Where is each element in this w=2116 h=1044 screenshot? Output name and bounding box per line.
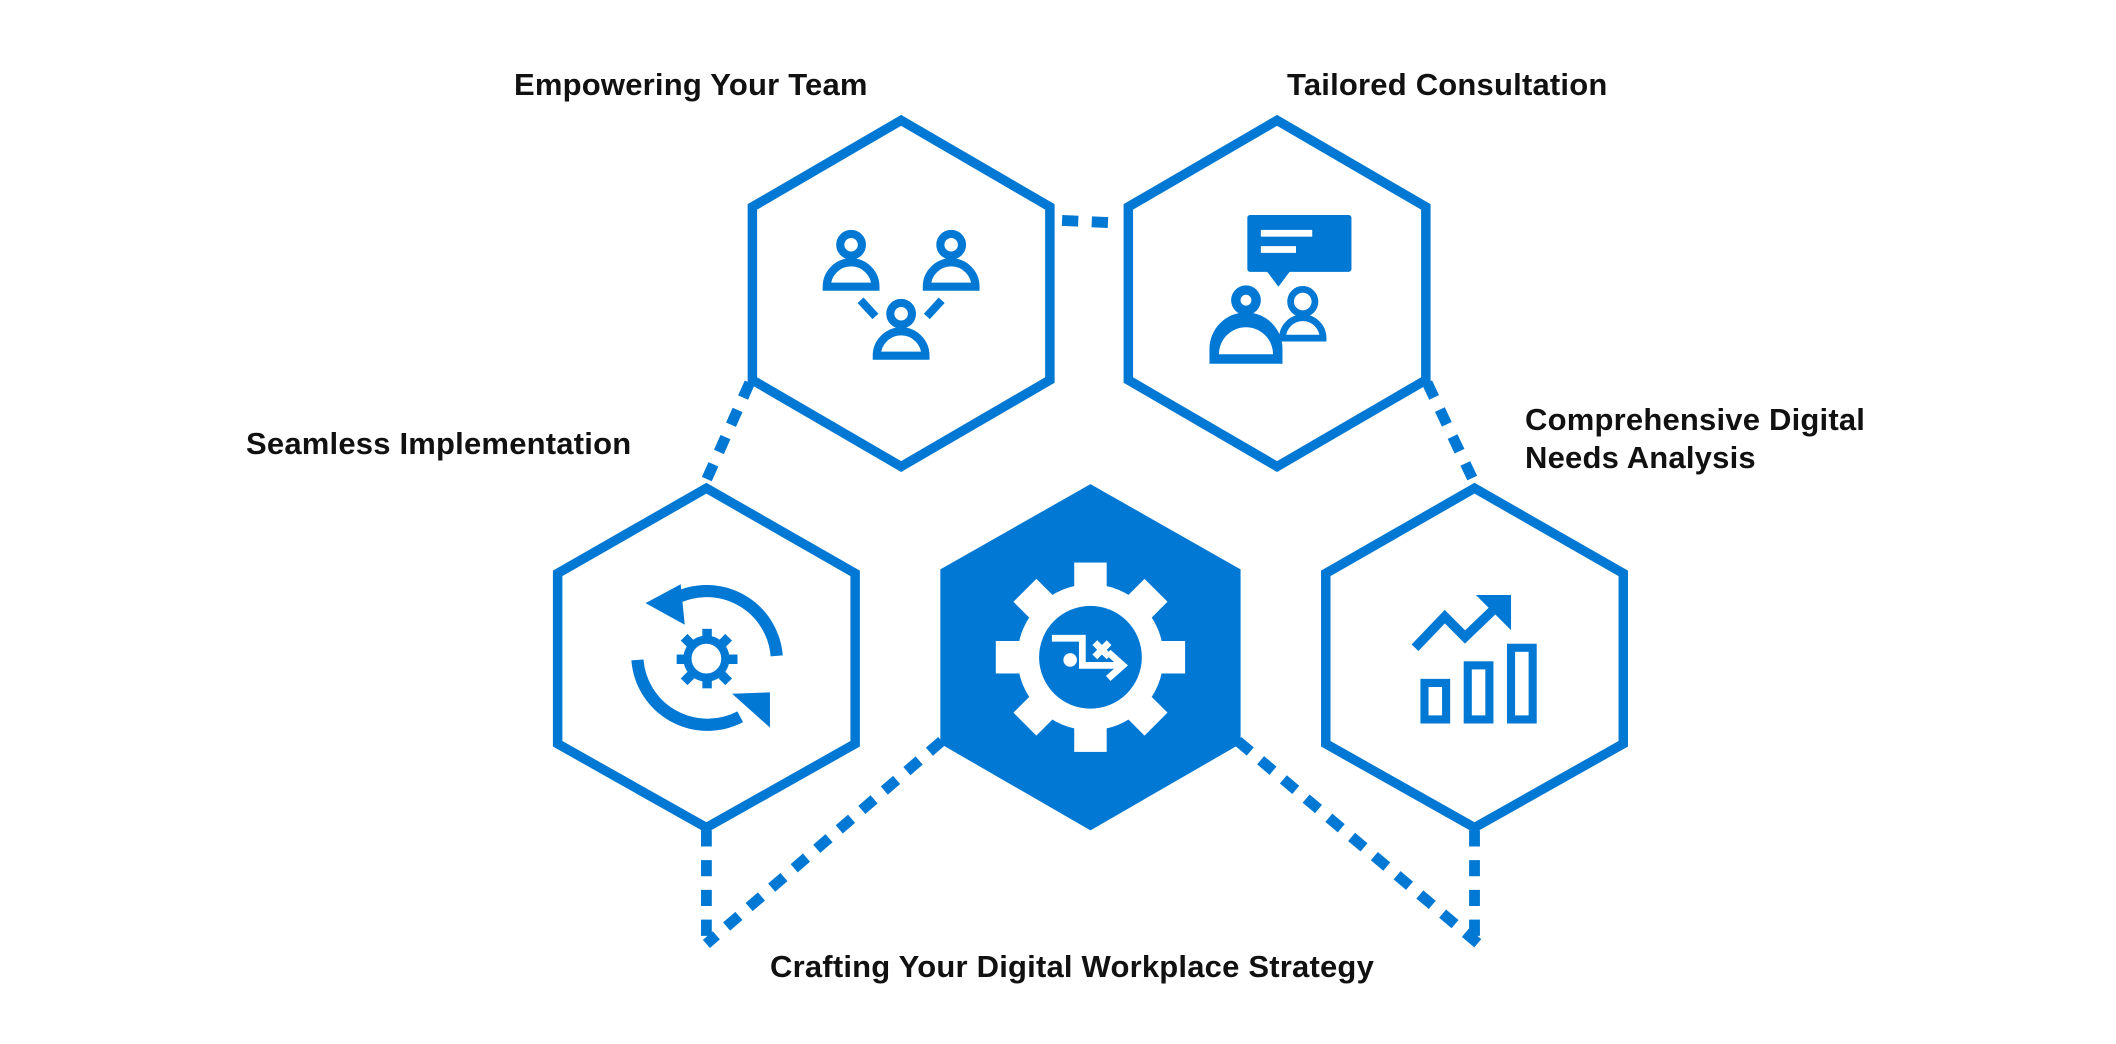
connector-center-right [1234, 736, 1483, 949]
hexagon-tailored [1123, 114, 1431, 473]
growth-chart-icon [1411, 595, 1537, 724]
hexagon-outline [1321, 482, 1629, 834]
hexagon-outline [552, 482, 860, 834]
hexagon-empowering [747, 114, 1055, 473]
label-crafting-strategy: Crafting Your Digital Workplace Strategy [770, 949, 1375, 984]
label-tailored-consultation: Tailored Consultation [1287, 67, 1608, 102]
consultation-icon [1209, 215, 1352, 364]
dashed-connectors [700, 215, 1483, 949]
workflow-gear-icon [995, 562, 1186, 752]
hexagon-outline [1123, 114, 1431, 473]
connector-empowering-seamless [701, 380, 755, 483]
hexagon-comprehensive [1321, 482, 1629, 834]
connector-center-left [702, 736, 946, 949]
hexagon-outline [747, 114, 1055, 473]
label-seamless-implementation: Seamless Implementation [246, 426, 632, 461]
label-comprehensive-line2: Needs Analysis [1525, 440, 1756, 475]
label-comprehensive-line1: Comprehensive Digital [1525, 402, 1866, 437]
connector-tailored-comprehensive [1422, 380, 1479, 483]
hexagon-seamless [552, 482, 860, 834]
team-icon [822, 229, 980, 360]
connector-empowering-tailored [1061, 215, 1121, 229]
hexagon-center [940, 484, 1241, 831]
sync-gear-icon [631, 584, 783, 731]
label-empowering-your-team: Empowering Your Team [514, 67, 868, 102]
label-comprehensive-needs-analysis: Comprehensive Digital Needs Analysis [1525, 401, 1865, 477]
